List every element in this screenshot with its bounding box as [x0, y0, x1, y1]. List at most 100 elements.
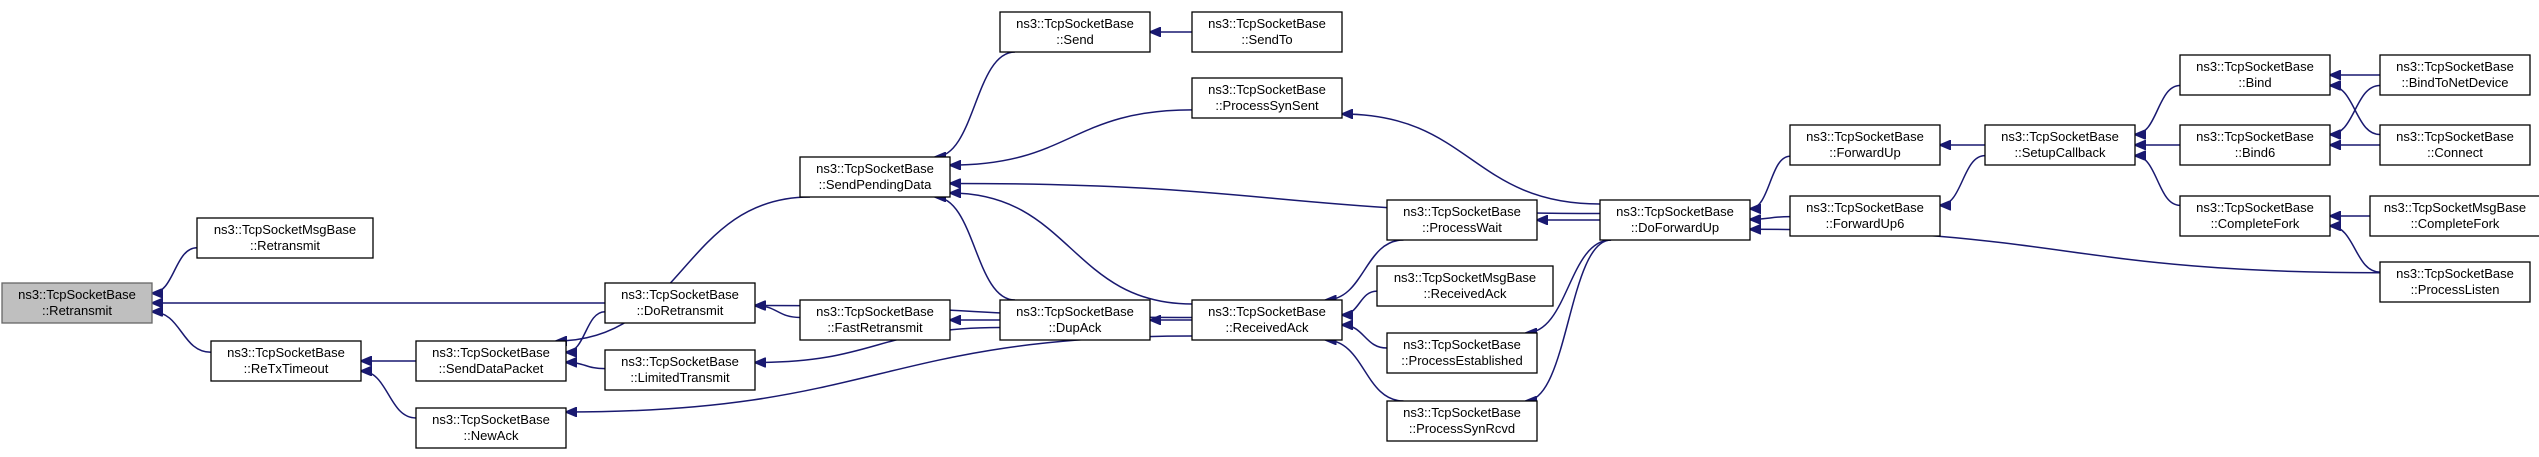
node-completefork[interactable]: ns3::TcpSocketBase::CompleteFork: [2179, 195, 2331, 237]
node-bind6[interactable]: ns3::TcpSocketBase::Bind6: [2179, 124, 2331, 166]
node-method-label: ::ProcessListen: [2411, 282, 2500, 297]
edge-sendpendingdata-to-senddatapacket: [556, 196, 811, 341]
node-setupcallback[interactable]: ns3::TcpSocketBase::SetupCallback: [1984, 124, 2136, 166]
node-box: [1599, 199, 1751, 241]
node-doretransmit[interactable]: ns3::TcpSocketBase::DoRetransmit: [604, 282, 756, 324]
node-box: [1, 282, 153, 324]
node-processestablished[interactable]: ns3::TcpSocketBase::ProcessEstablished: [1386, 332, 1538, 374]
edge-processestablished-to-receivedack: [1342, 325, 1388, 349]
node-method-label: ::Retransmit: [250, 238, 320, 253]
node-method-label: ::BindToNetDevice: [2402, 75, 2509, 90]
node-box: [1191, 77, 1343, 119]
node-class-label: ns3::TcpSocketBase: [621, 354, 739, 369]
node-method-label: ::FastRetransmit: [827, 320, 923, 335]
node-msgbase_completefork[interactable]: ns3::TcpSocketMsgBase::CompleteFork: [2369, 195, 2539, 237]
node-box: [415, 340, 567, 382]
node-class-label: ns3::TcpSocketBase: [1806, 200, 1924, 215]
node-newack[interactable]: ns3::TcpSocketBase::NewAck: [415, 407, 567, 449]
node-class-label: ns3::TcpSocketBase: [2396, 129, 2514, 144]
node-msgbase_receivedack[interactable]: ns3::TcpSocketMsgBase::ReceivedAck: [1376, 265, 1554, 307]
node-method-label: ::CompleteFork: [2211, 216, 2300, 231]
node-processsynrcvd[interactable]: ns3::TcpSocketBase::ProcessSynRcvd: [1386, 400, 1538, 442]
node-class-label: ns3::TcpSocketBase: [2196, 59, 2314, 74]
node-limitedtransmit[interactable]: ns3::TcpSocketBase::LimitedTransmit: [604, 349, 756, 391]
node-box: [196, 217, 374, 259]
node-box: [2379, 261, 2531, 303]
edge-dupack-to-sendpendingdata: [935, 197, 1016, 301]
node-forwardup[interactable]: ns3::TcpSocketBase::ForwardUp: [1789, 124, 1941, 166]
node-senddatapacket[interactable]: ns3::TcpSocketBase::SendDataPacket: [415, 340, 567, 382]
edge-processsynsent-to-sendpendingdata: [950, 109, 1193, 165]
edge-fastretransmit-to-doretransmit: [755, 306, 801, 319]
node-processsynsent[interactable]: ns3::TcpSocketBase::ProcessSynSent: [1191, 77, 1343, 119]
node-method-label: ::NewAck: [464, 428, 519, 443]
node-class-label: ns3::TcpSocketBase: [2001, 129, 2119, 144]
node-box: [799, 156, 951, 198]
node-bind[interactable]: ns3::TcpSocketBase::Bind: [2179, 54, 2331, 96]
edge-processlisten-to-completefork: [2330, 226, 2381, 273]
edge-msgbase_receivedack-to-receivedack: [1342, 290, 1378, 315]
node-processlisten[interactable]: ns3::TcpSocketBase::ProcessListen: [2379, 261, 2531, 303]
node-box: [2369, 195, 2539, 237]
node-method-label: ::ProcessSynSent: [1215, 98, 1319, 113]
edge-forwardup6-to-doforwardup: [1750, 217, 1791, 220]
node-sendto[interactable]: ns3::TcpSocketBase::SendTo: [1191, 11, 1343, 53]
node-box: [2179, 195, 2331, 237]
node-class-label: ns3::TcpSocketBase: [432, 412, 550, 427]
node-send[interactable]: ns3::TcpSocketBase::Send: [999, 11, 1151, 53]
node-class-label: ns3::TcpSocketBase: [816, 304, 934, 319]
node-forwardup6[interactable]: ns3::TcpSocketBase::ForwardUp6: [1789, 195, 1941, 237]
edge-limitedtransmit-to-senddatapacket: [566, 362, 606, 370]
edge-doforwardup-to-processsynrcvd: [1526, 239, 1612, 401]
node-doforwardup[interactable]: ns3::TcpSocketBase::DoForwardUp: [1599, 199, 1751, 241]
node-rextimeout[interactable]: ns3::TcpSocketBase::ReTxTimeout: [210, 340, 362, 382]
node-class-label: ns3::TcpSocketBase: [432, 345, 550, 360]
node-class-label: ns3::TcpSocketBase: [2196, 200, 2314, 215]
node-msgbase_retransmit[interactable]: ns3::TcpSocketMsgBase::Retransmit: [196, 217, 374, 259]
node-method-label: ::ProcessSynRcvd: [1409, 421, 1515, 436]
node-class-label: ns3::TcpSocketMsgBase: [214, 222, 356, 237]
node-class-label: ns3::TcpSocketBase: [621, 287, 739, 302]
node-class-label: ns3::TcpSocketBase: [1208, 304, 1326, 319]
node-method-label: ::CompleteFork: [2411, 216, 2500, 231]
node-bindtonetdevice[interactable]: ns3::TcpSocketBase::BindToNetDevice: [2379, 54, 2531, 96]
node-method-label: ::SendDataPacket: [439, 361, 544, 376]
node-method-label: ::SendPendingData: [819, 177, 933, 192]
node-box: [799, 299, 951, 341]
edge-completefork-to-setupcallback: [2135, 156, 2181, 207]
node-dupack[interactable]: ns3::TcpSocketBase::DupAck: [999, 299, 1151, 341]
node-box: [604, 349, 756, 391]
node-method-label: ::Bind6: [2235, 145, 2275, 160]
node-class-label: ns3::TcpSocketBase: [2396, 59, 2514, 74]
node-class-label: ns3::TcpSocketBase: [1806, 129, 1924, 144]
edge-processwait-to-receivedack: [1326, 239, 1404, 300]
node-method-label: ::ProcessEstablished: [1401, 353, 1522, 368]
node-processwait[interactable]: ns3::TcpSocketBase::ProcessWait: [1386, 199, 1538, 241]
node-connect[interactable]: ns3::TcpSocketBase::Connect: [2379, 124, 2531, 166]
node-method-label: ::ReceivedAck: [1225, 320, 1309, 335]
node-class-label: ns3::TcpSocketBase: [1016, 304, 1134, 319]
node-box: [999, 11, 1151, 53]
node-method-label: ::LimitedTransmit: [630, 370, 730, 385]
node-method-label: ::Bind: [2238, 75, 2271, 90]
node-box: [2179, 54, 2331, 96]
edge-bind-to-setupcallback: [2135, 84, 2181, 135]
node-method-label: ::ProcessWait: [1422, 220, 1502, 235]
node-box: [1191, 299, 1343, 341]
node-class-label: ns3::TcpSocketBase: [1403, 204, 1521, 219]
node-box: [415, 407, 567, 449]
node-sendpendingdata[interactable]: ns3::TcpSocketBase::SendPendingData: [799, 156, 951, 198]
node-fastretransmit[interactable]: ns3::TcpSocketBase::FastRetransmit: [799, 299, 951, 341]
edge-receivedack-to-sendpendingdata: [950, 193, 1193, 305]
node-box: [999, 299, 1151, 341]
node-class-label: ns3::TcpSocketMsgBase: [2384, 200, 2526, 215]
node-method-label: ::Send: [1056, 32, 1094, 47]
node-box: [1789, 124, 1941, 166]
node-receivedack[interactable]: ns3::TcpSocketBase::ReceivedAck: [1191, 299, 1343, 341]
node-method-label: ::ForwardUp6: [1826, 216, 1905, 231]
node-method-label: ::Connect: [2427, 145, 2483, 160]
edge-newack-to-rextimeout: [361, 371, 417, 419]
node-box: [1376, 265, 1554, 307]
node-class-label: ns3::TcpSocketBase: [1208, 82, 1326, 97]
node-retransmit[interactable]: ns3::TcpSocketBase::Retransmit: [1, 282, 153, 324]
